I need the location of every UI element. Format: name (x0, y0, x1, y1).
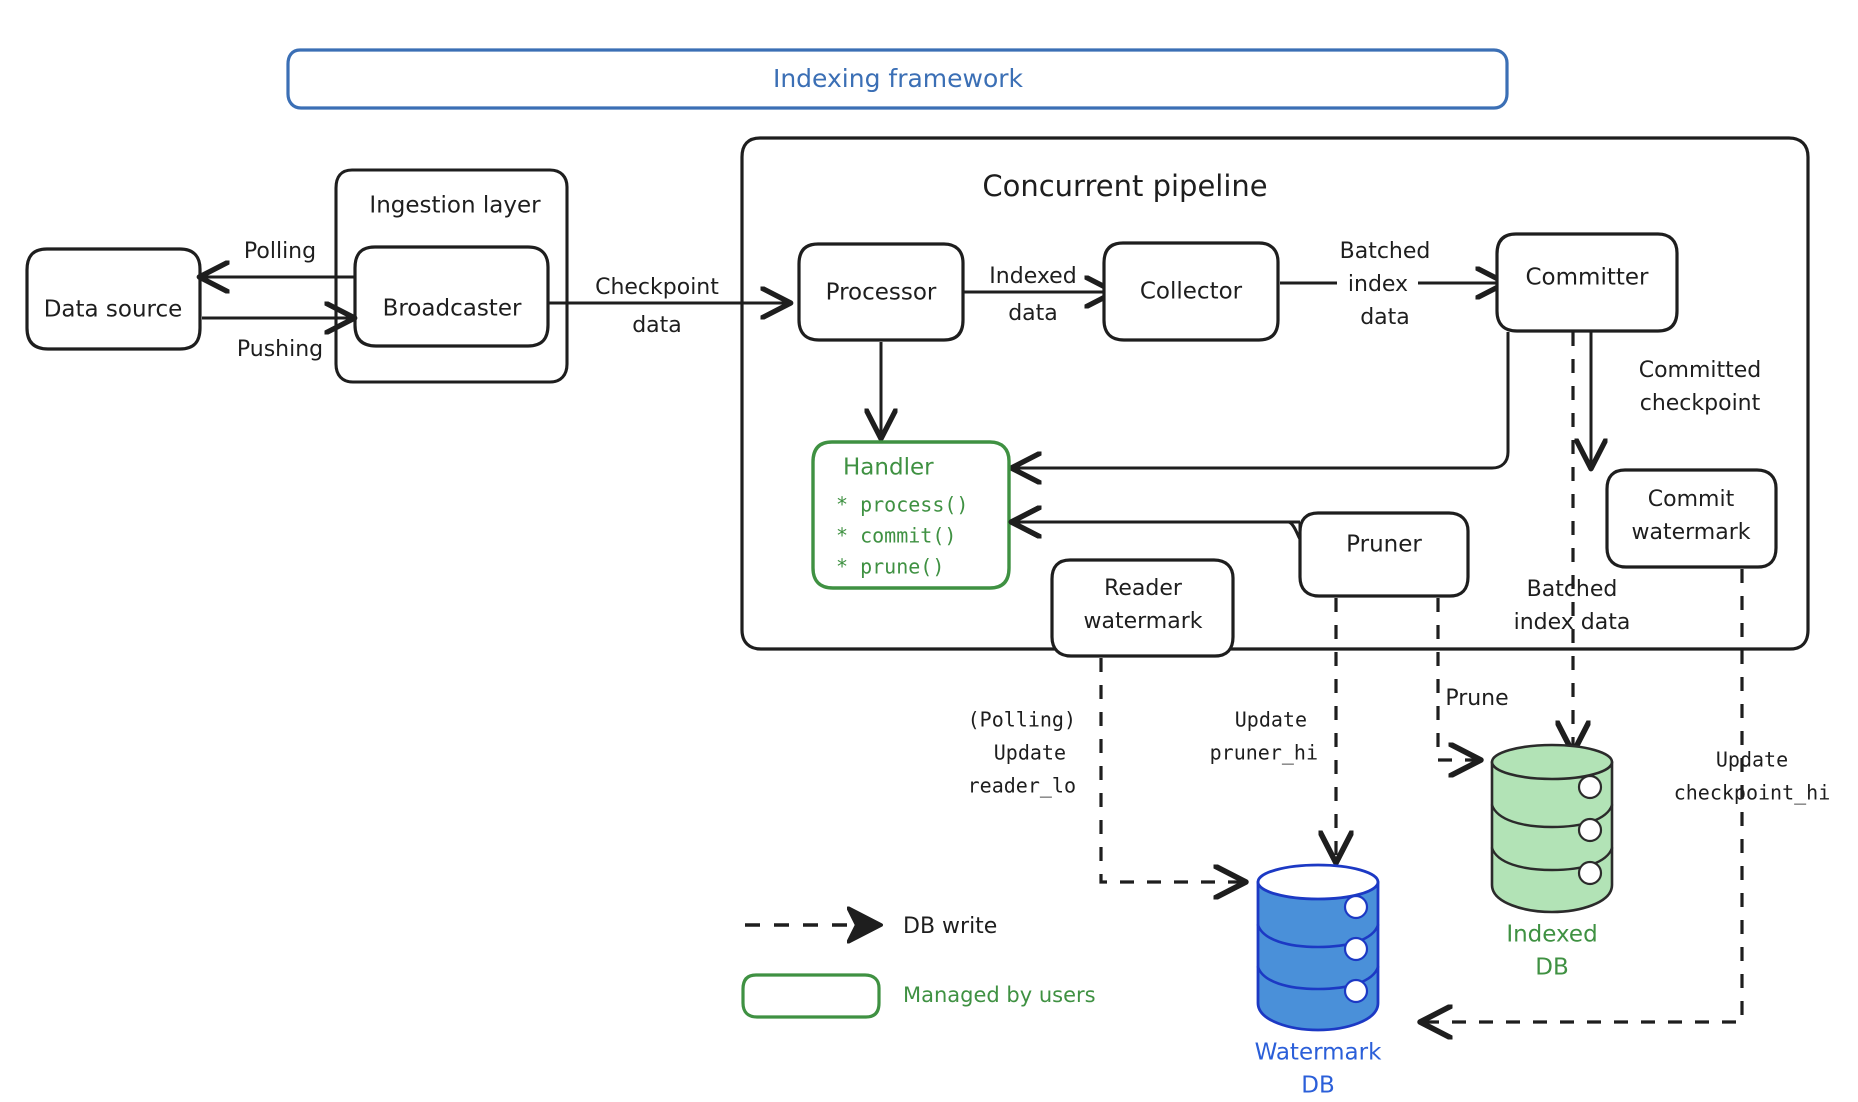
edge-update-checkpoint-label-1: Update (1716, 748, 1788, 772)
edge-indexed-label-1: Indexed (989, 264, 1076, 289)
edge-pruner-to-handler (1014, 522, 1302, 540)
node-processor[interactable] (797, 242, 965, 342)
edge-checkpoint-label-1: Checkpoint (595, 275, 719, 300)
framework-title: Indexing framework (773, 64, 1024, 93)
legend-db-write-label: DB write (903, 914, 997, 939)
edge-batched-label-1: Batched (1340, 239, 1431, 264)
node-handler[interactable] (811, 440, 1011, 590)
edge-committed-label-2: checkpoint (1640, 391, 1761, 416)
collector-label: Collector (1140, 279, 1243, 305)
watermark-db-label-2: DB (1301, 1073, 1335, 1099)
legend-managed-box (741, 973, 881, 1019)
processor-label: Processor (826, 280, 937, 306)
handler-method-prune: * prune() (836, 555, 944, 579)
indexing-framework-box (286, 48, 1509, 110)
edge-prune-label: Prune (1445, 686, 1508, 711)
edge-committer-to-handler (1014, 332, 1510, 468)
reader-watermark-label-1: Reader (1104, 576, 1183, 601)
ingestion-layer-box (334, 168, 569, 384)
node-commit-watermark[interactable] (1605, 468, 1778, 569)
handler-method-commit: * commit() (836, 524, 956, 548)
concurrent-pipeline-box (740, 136, 1810, 651)
node-committer[interactable] (1495, 232, 1679, 333)
node-data-source[interactable] (25, 247, 202, 351)
edge-update-pruner-label-1: Update (1235, 708, 1307, 732)
reader-watermark-label-2: watermark (1084, 609, 1203, 634)
edge-pushing-label: Pushing (237, 337, 323, 362)
edge-update-reader-label-2: reader_lo (968, 774, 1076, 798)
indexed-db-label-1: Indexed (1506, 922, 1597, 948)
node-broadcaster[interactable] (353, 245, 550, 348)
edge-committed-label-1: Committed (1639, 358, 1762, 383)
handler-title: Handler (843, 455, 934, 481)
broadcaster-label: Broadcaster (383, 296, 522, 322)
node-reader-watermark[interactable] (1050, 558, 1235, 658)
data-source-label: Data source (44, 297, 183, 323)
ingestion-layer-title: Ingestion layer (369, 193, 541, 219)
edge-indexed-label-2: data (1008, 301, 1058, 326)
edge-pruner-prune-to-indexed-db (1436, 598, 1478, 760)
node-collector[interactable] (1102, 241, 1280, 342)
edge-polling-label: Polling (244, 239, 316, 264)
commit-watermark-label-1: Commit (1648, 487, 1735, 512)
indexed-db-label-2: DB (1535, 955, 1569, 981)
edge-batched-db-label-1: Batched (1527, 577, 1618, 602)
edge-reader-watermark-to-watermark-db (1099, 658, 1243, 882)
pruner-label: Pruner (1346, 532, 1422, 558)
watermark-db-label-1: Watermark (1255, 1040, 1383, 1066)
committer-label: Committer (1526, 265, 1650, 291)
edge-update-reader-label-1: Update (994, 741, 1066, 765)
pipeline-title: Concurrent pipeline (982, 169, 1267, 203)
node-pruner[interactable] (1298, 511, 1470, 598)
edge-update-checkpoint-label-2: checkpoint_hi (1674, 781, 1831, 805)
edge-batched-label-2: index (1348, 272, 1408, 297)
edge-checkpoint-label-2: data (632, 313, 682, 338)
edge-polling-paren-label: (Polling) (968, 708, 1076, 732)
handler-method-process: * process() (836, 493, 968, 517)
database-watermark-db[interactable] (1256, 863, 1380, 1032)
edge-batched-db-label-2: index data (1514, 610, 1631, 635)
edge-batched-label-3: data (1360, 305, 1410, 330)
database-indexed-db[interactable] (1490, 743, 1614, 914)
legend-managed-label: Managed by users (903, 983, 1096, 1007)
edge-update-pruner-label-2: pruner_hi (1210, 741, 1318, 765)
commit-watermark-label-2: watermark (1632, 520, 1751, 545)
